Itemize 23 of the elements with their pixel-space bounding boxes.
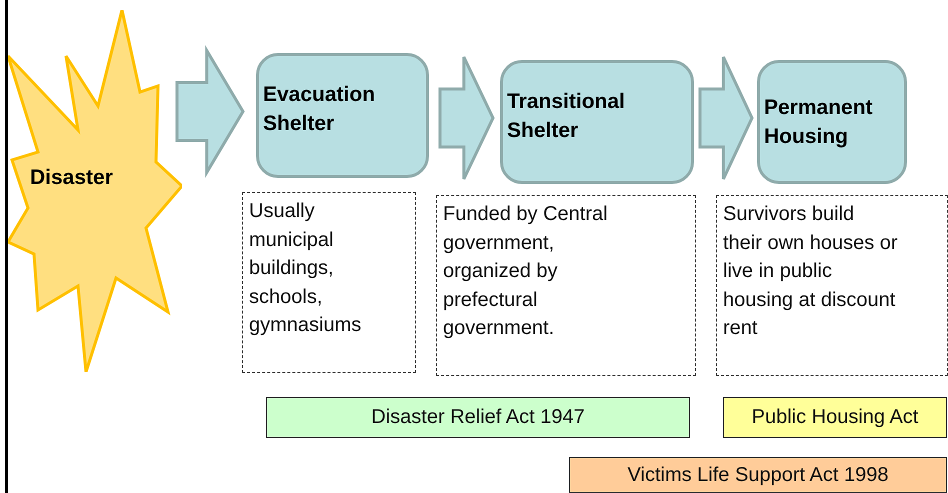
stage-title: Evacuation Shelter bbox=[263, 82, 376, 137]
note-text: Survivors build their own houses or live in public housing at discount rent bbox=[723, 202, 898, 342]
stage-title: Permanent Housing bbox=[764, 95, 874, 150]
note-box bbox=[242, 192, 416, 373]
law-bar bbox=[266, 397, 690, 438]
law-name: Public Housing Act bbox=[752, 406, 918, 429]
stage-box bbox=[256, 53, 429, 178]
stage-box bbox=[757, 60, 907, 184]
stage-title: Transitional Shelter bbox=[507, 89, 626, 144]
note-text: Funded by Central government, organized by prefectural government. bbox=[443, 202, 609, 342]
law-bar bbox=[723, 397, 947, 438]
block-arrow bbox=[698, 56, 754, 180]
note-box bbox=[716, 195, 948, 376]
node-label: Disaster bbox=[30, 166, 113, 190]
starburst-shape bbox=[8, 10, 182, 372]
note-text: Usually municipal buildings, schools, gymnasiums bbox=[249, 199, 362, 338]
law-bar bbox=[569, 457, 947, 493]
note-box bbox=[436, 195, 696, 376]
block-arrow bbox=[438, 56, 495, 180]
law-name: Disaster Relief Act 1947 bbox=[371, 406, 585, 429]
law-name: Victims Life Support Act 1998 bbox=[628, 464, 888, 486]
block-arrow bbox=[176, 45, 245, 178]
stage-box bbox=[500, 60, 694, 184]
